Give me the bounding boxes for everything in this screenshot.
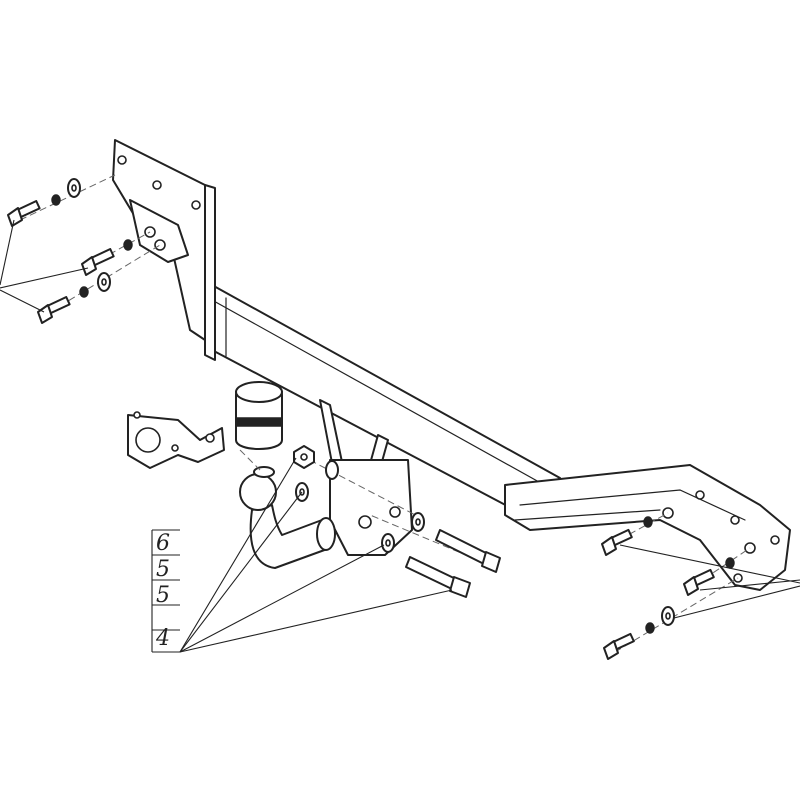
- callout-legend: 6 5 5 4: [151, 457, 453, 653]
- socket-plate: [127, 411, 225, 469]
- callout-label-6: 6: [156, 531, 170, 556]
- right-fasteners: [601, 516, 800, 660]
- callout-label-5b: 5: [156, 583, 170, 608]
- left-fasteners: [0, 178, 133, 324]
- center-fasteners: [293, 445, 501, 598]
- long-bolt-icon: [435, 529, 501, 573]
- bolt-icon: [603, 632, 635, 660]
- callout-label-5a: 5: [156, 557, 170, 582]
- bolt-icon: [683, 568, 715, 596]
- bolt-icon: [601, 528, 633, 556]
- hitch-mount-plates: [319, 399, 413, 556]
- tow-ball-neck: [239, 466, 336, 569]
- left-mounting-bracket: [112, 139, 216, 361]
- callout-label-4: 4: [155, 626, 170, 651]
- ball-cover-cap: [235, 381, 283, 450]
- bolt-icon: [37, 296, 71, 324]
- hex-nut-icon: [293, 445, 315, 469]
- long-bolt-icon: [405, 556, 471, 598]
- bolt-icon: [7, 200, 41, 227]
- right-mounting-bracket: [504, 464, 791, 591]
- bolt-icon: [81, 248, 115, 276]
